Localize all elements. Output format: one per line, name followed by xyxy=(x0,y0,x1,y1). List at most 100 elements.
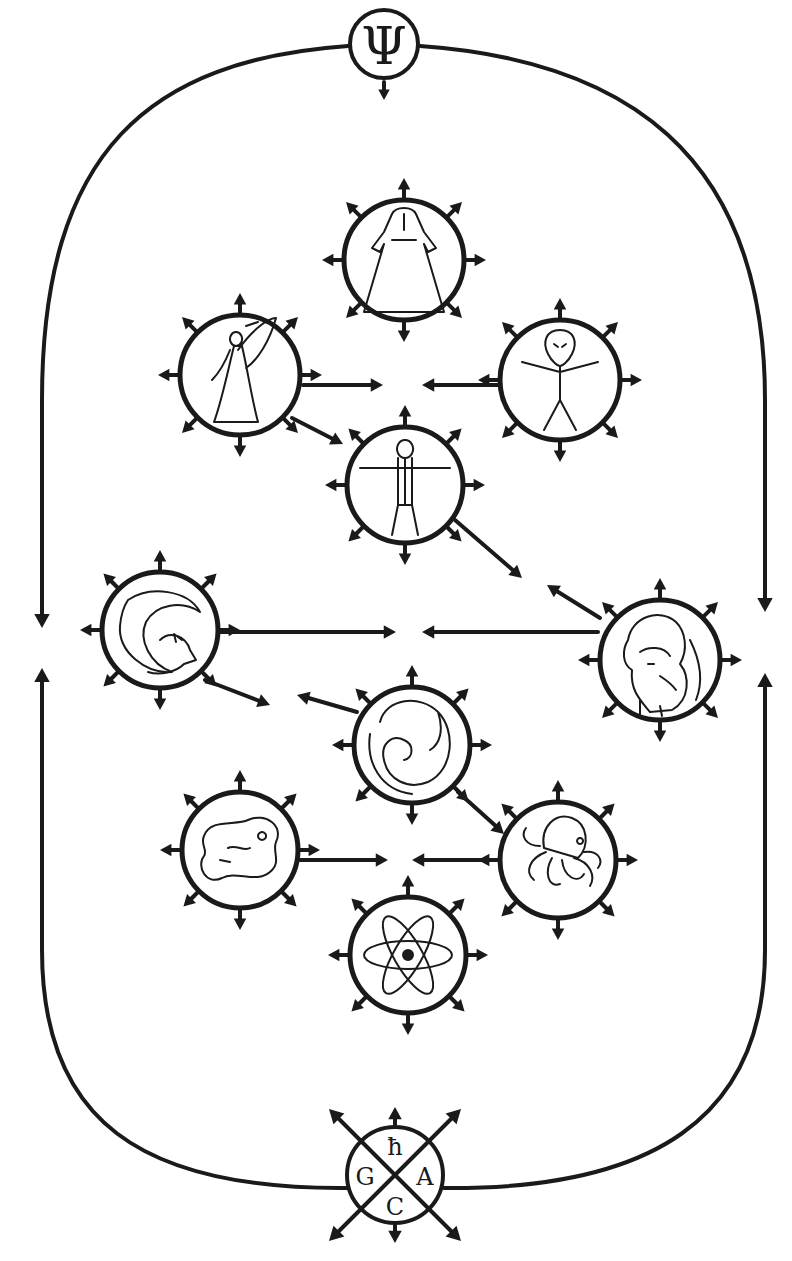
arrowhead xyxy=(554,451,567,462)
arrowhead xyxy=(552,780,565,791)
arrowhead xyxy=(384,625,396,638)
arrowhead xyxy=(731,654,742,667)
arrowhead xyxy=(490,821,504,834)
arrowhead xyxy=(234,446,247,457)
arrow-line xyxy=(303,383,375,387)
arrowhead xyxy=(329,432,343,444)
symbol-letter: Ψ xyxy=(361,20,407,72)
symbol-letter: G xyxy=(355,1165,374,1189)
fetus-figure xyxy=(369,701,449,794)
arrowhead xyxy=(406,814,419,825)
arrowhead xyxy=(422,378,434,391)
vitruvian-figure xyxy=(360,440,450,535)
picture-circle xyxy=(182,792,298,908)
octopus-figure xyxy=(524,817,601,886)
arrowhead xyxy=(402,875,415,886)
arrow-line xyxy=(220,630,388,634)
arrowhead xyxy=(477,949,488,962)
arrowhead xyxy=(34,614,49,628)
arrowhead xyxy=(322,254,333,267)
x-line xyxy=(333,1113,457,1237)
arrow-line xyxy=(292,418,335,440)
arrow-line xyxy=(420,858,500,862)
arrowhead xyxy=(631,374,642,387)
arrowhead xyxy=(446,1109,461,1124)
arrowhead xyxy=(398,331,411,342)
arrowhead xyxy=(412,853,424,866)
arrowhead xyxy=(311,369,322,382)
chaos-stars xyxy=(90,188,732,1233)
arrowhead xyxy=(256,694,270,707)
picture-circle xyxy=(354,687,470,803)
arrowhead xyxy=(154,550,167,561)
robe-figure xyxy=(364,208,444,312)
arrowhead xyxy=(376,853,388,866)
atom-orbit xyxy=(374,910,442,1000)
arrowhead xyxy=(627,854,638,867)
arrowhead xyxy=(475,254,486,267)
symbol-letter: ħ xyxy=(387,1135,402,1159)
arrowhead xyxy=(446,1226,461,1241)
arrowhead xyxy=(474,479,485,492)
amoeba-figure xyxy=(201,818,278,880)
connector-lines xyxy=(42,46,765,1237)
picture-circle xyxy=(102,572,218,688)
arrowhead xyxy=(402,1024,415,1035)
atom-orbit xyxy=(374,910,442,1000)
picture-circle xyxy=(600,600,720,720)
arrow-line xyxy=(555,590,600,618)
star-ray xyxy=(393,1225,397,1233)
arrowhead xyxy=(399,554,412,565)
arrowhead xyxy=(309,844,320,857)
arrow-line xyxy=(455,520,515,572)
star-ray xyxy=(393,1117,397,1125)
picture-circle xyxy=(500,802,616,918)
picture-circle xyxy=(344,200,464,320)
angel-figure xyxy=(212,318,276,422)
picture-circle xyxy=(500,320,620,440)
arrowhead xyxy=(80,624,91,637)
arrowhead xyxy=(234,770,247,781)
arrowhead xyxy=(328,949,339,962)
arrowhead xyxy=(478,854,489,867)
arrowhead xyxy=(422,625,434,638)
alien-figure xyxy=(522,330,598,430)
arrowhead xyxy=(378,89,390,100)
arrowhead xyxy=(554,298,567,309)
arrow-line xyxy=(305,697,357,712)
picture-circle xyxy=(350,897,466,1013)
atom-orbit xyxy=(364,941,452,969)
symbol-circle: Ψ xyxy=(348,8,420,80)
arrowhead xyxy=(332,739,343,752)
arrowhead xyxy=(34,668,49,682)
arrowhead xyxy=(160,844,171,857)
arrowhead xyxy=(234,293,247,304)
arrowhead xyxy=(478,374,489,387)
circle-pictures xyxy=(120,208,700,1000)
arrowhead xyxy=(481,739,492,752)
arrowhead xyxy=(229,624,240,637)
arrowhead xyxy=(329,1109,344,1124)
lion-figure xyxy=(624,615,700,716)
arrowhead xyxy=(547,585,561,597)
x-line xyxy=(333,1113,457,1237)
arrowhead xyxy=(552,929,565,940)
atom-nucleus xyxy=(403,950,413,960)
arrowhead xyxy=(234,919,247,930)
outer-loop xyxy=(42,46,348,615)
picture-circle xyxy=(180,315,300,435)
arrowhead xyxy=(329,1226,344,1241)
arrowhead xyxy=(398,178,411,189)
arrowhead xyxy=(154,699,167,710)
arrowhead xyxy=(757,673,772,687)
arrowhead xyxy=(757,598,772,612)
arrowhead xyxy=(371,378,383,391)
arrow-line xyxy=(300,858,380,862)
arrow-line xyxy=(430,383,500,387)
arrowheads xyxy=(34,89,772,1243)
outer-loop xyxy=(42,680,348,1188)
arrowhead xyxy=(578,654,589,667)
picture-circle xyxy=(347,427,463,543)
symbol-circle: ħGAC xyxy=(345,1125,445,1225)
